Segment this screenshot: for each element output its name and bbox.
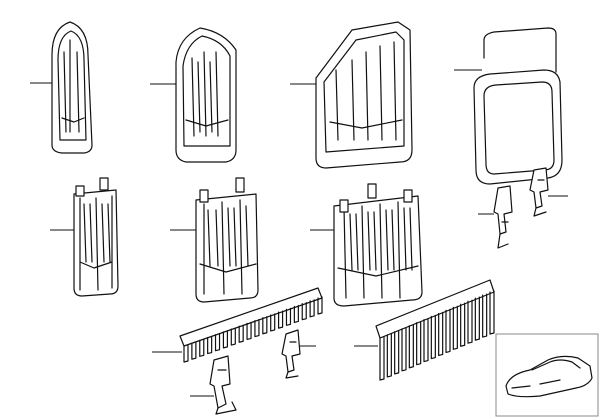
strip-tooth <box>460 302 466 347</box>
strip-tooth <box>452 305 458 350</box>
strip-tooth <box>386 333 392 378</box>
contact-strip-icon[interactable] <box>375 279 495 381</box>
strip-tooth <box>214 333 221 352</box>
strip-tooth <box>474 296 480 341</box>
crimp-terminal-icon[interactable] <box>281 329 301 379</box>
strip-tooth <box>438 311 444 357</box>
strip-tooth <box>254 318 260 338</box>
strip-tooth <box>293 304 299 324</box>
connector-cover-5-pin-icon[interactable] <box>315 21 413 169</box>
strip-tooth <box>467 299 473 344</box>
strip-tooth <box>317 296 323 315</box>
crimp-terminal-icon[interactable] <box>493 185 513 249</box>
strip-tooth <box>277 310 284 329</box>
strip-tooth <box>309 299 315 318</box>
strip-tooth <box>270 313 276 332</box>
strip-tooth <box>207 335 213 355</box>
strip-tooth <box>191 341 197 360</box>
strip-tooth <box>408 324 414 369</box>
contact-strip-icon[interactable] <box>179 287 323 363</box>
connector-housing-2-pin-icon[interactable] <box>73 177 119 297</box>
strip-tooth <box>445 308 451 353</box>
strip-tooth <box>416 321 422 366</box>
strip-tooth <box>246 321 252 341</box>
strip-tooth <box>285 307 292 326</box>
strip-tooth <box>230 327 236 346</box>
strip-tooth <box>489 290 495 335</box>
strip-tooth <box>379 336 385 381</box>
strip-tooth <box>401 327 407 372</box>
sealing-cap-icon[interactable] <box>473 27 563 185</box>
strip-tooth <box>430 314 436 360</box>
vehicle-thumbnail[interactable] <box>495 333 599 417</box>
strip-tooth <box>238 324 244 343</box>
connector-housing-5-pin-icon[interactable] <box>333 183 423 307</box>
crimp-terminal-icon[interactable] <box>529 167 549 217</box>
strip-tooth <box>222 330 229 349</box>
car-icon <box>505 355 593 398</box>
strip-tooth <box>301 302 307 321</box>
crimp-terminal-icon[interactable] <box>209 355 237 415</box>
connector-housing-3-pin-icon[interactable] <box>195 177 259 303</box>
connector-cover-2-pin-icon[interactable] <box>51 21 93 154</box>
strip-tooth <box>262 316 268 335</box>
strip-tooth <box>199 338 205 357</box>
thumbnail-frame <box>495 333 599 417</box>
connector-cover-3-pin-icon[interactable] <box>175 27 237 163</box>
strip-tooth <box>394 330 400 375</box>
strip-tooth <box>423 318 429 363</box>
strip-tooth <box>482 293 488 338</box>
strip-tooth <box>183 344 189 363</box>
